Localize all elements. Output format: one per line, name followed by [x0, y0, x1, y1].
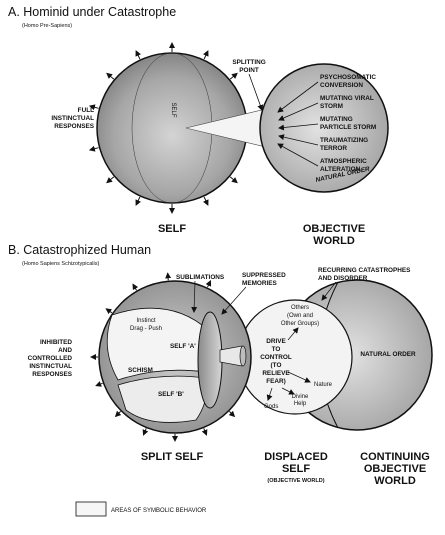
panel-a-title: A. Hominid under Catastrophe: [8, 5, 176, 19]
response-arrow: [228, 410, 236, 418]
response-arrow: [106, 72, 115, 80]
self-label-a: SELF: [158, 223, 186, 235]
split-self-sphere: [98, 280, 252, 434]
self-inner-label: SELF: [170, 102, 176, 117]
response-arrow: [105, 308, 113, 315]
inhibited-response-arrows: [90, 272, 236, 442]
self-a-label: SELF 'A': [170, 343, 196, 350]
response-arrow: [201, 428, 208, 436]
response-arrow: [142, 428, 149, 436]
instinctual-response-arrows: [88, 42, 238, 214]
response-arrow: [88, 104, 99, 111]
response-arrow: [88, 145, 99, 152]
natural-order-label-b: NATURAL ORDER: [360, 351, 416, 358]
panel-b-title: B. Catastrophized Human: [8, 243, 151, 257]
response-arrow: [203, 50, 209, 60]
displacement-tube: [219, 345, 247, 367]
legend-swatch: [75, 501, 107, 517]
schism-label: SCHISM: [128, 367, 153, 374]
response-arrow: [114, 410, 122, 418]
sublimations-pointer: [191, 280, 198, 313]
nature-label: Nature: [314, 382, 333, 388]
panel-a-subtitle: (Homo Pre-Sapiens): [22, 23, 72, 29]
response-arrow: [165, 272, 172, 281]
gods-label: Gods: [264, 404, 278, 410]
self-b-label: SELF 'B': [158, 391, 184, 398]
legend: AREAS OF SYMBOLIC BEHAVIOR: [75, 501, 207, 517]
response-arrow: [95, 381, 103, 387]
drive-arrows: [266, 327, 311, 401]
objective-world-sphere-a: [259, 63, 389, 193]
response-arrow: [135, 50, 141, 60]
objective-world-small-label: (OBJECTIVE WORLD): [267, 478, 324, 484]
suppressed-memories-pointer: [221, 286, 247, 315]
response-arrow: [203, 196, 209, 206]
response-arrow: [229, 176, 238, 184]
response-arrow: [106, 176, 115, 184]
sublimations-label: SUBLIMATIONS: [176, 274, 225, 281]
response-arrow: [132, 283, 139, 291]
response-arrow: [229, 72, 238, 80]
splitting-point-pointer: [248, 73, 264, 111]
legend-label: AREAS OF SYMBOLIC BEHAVIOR: [111, 508, 207, 514]
response-arrow: [205, 279, 212, 288]
split-self-label: SPLIT SELF: [141, 451, 204, 463]
response-arrow: [135, 196, 141, 206]
catastrophe-arrows: [277, 81, 319, 167]
panel-b-subtitle: (Homo Sapiens Schizotypicalis): [22, 261, 100, 267]
recurring-pointer: [321, 281, 337, 301]
